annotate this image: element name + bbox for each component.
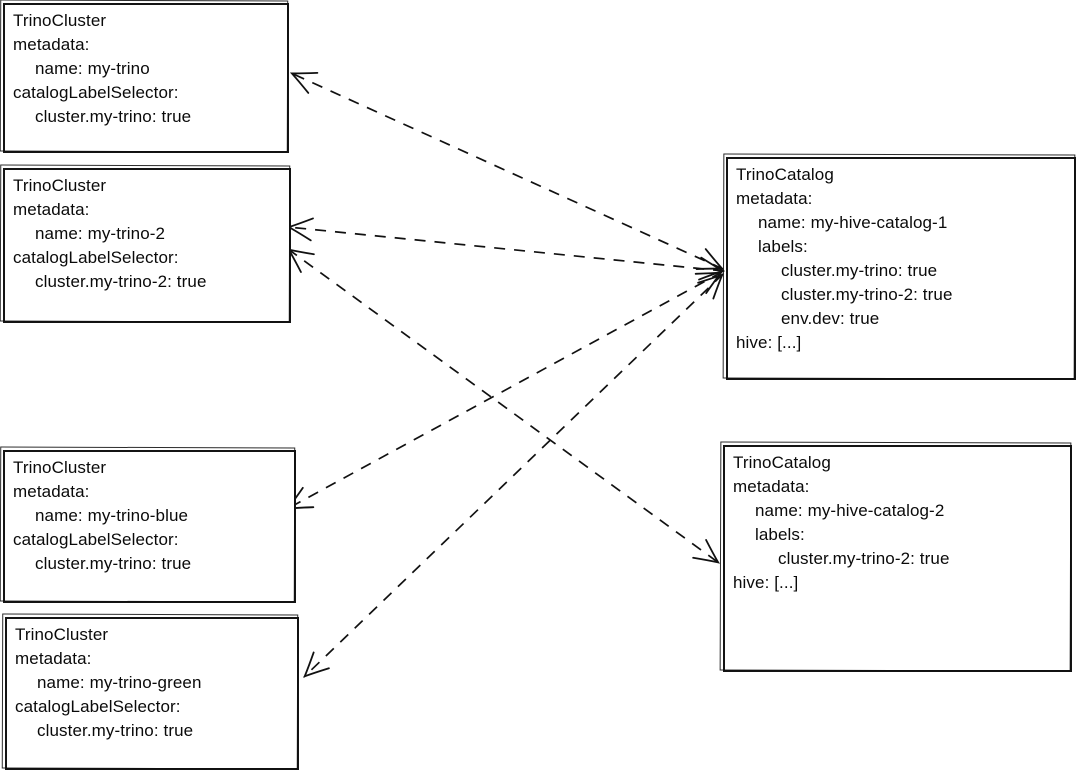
yaml-line: cluster.my-trino-2: true [781,285,953,304]
yaml-line: env.dev: true [781,309,880,328]
yaml-line: name: my-trino [35,59,150,78]
yaml-line: name: my-trino-2 [35,224,166,243]
yaml-block: TrinoCatalog metadata: name: my-hive-catal… [728,159,1074,355]
yaml-line: metadata: [13,200,90,219]
yaml-line: name: my-hive-catalog-2 [755,501,945,520]
node-trino-cluster-my-trino-green: TrinoCluster metadata: name: my-trino-gree… [5,617,299,770]
yaml-block: TrinoCluster metadata: name: my-trino-blue… [5,452,294,576]
edge-trino-cluster-my-trino-2--trino-catalog-my-hive-catalog-2 [287,248,720,564]
node-trino-cluster-my-trino-2: TrinoCluster metadata: name: my-trino-2 cat… [3,168,291,323]
yaml-line: cluster.my-trino: true [781,261,938,280]
yaml-line: cluster.my-trino-2: true [778,549,950,568]
yaml-line: TrinoCluster [13,11,107,30]
yaml-block: TrinoCatalog metadata: name: my-hive-catal… [725,447,1070,595]
node-trino-cluster-my-trino: TrinoCluster metadata: name: my-trino catal… [3,3,289,153]
yaml-line: TrinoCatalog [733,453,831,472]
yaml-line: metadata: [13,482,90,501]
edges-group [285,71,726,678]
yaml-line: metadata: [736,189,813,208]
yaml-line: metadata: [15,649,92,668]
node-trino-cluster-my-trino-blue: TrinoCluster metadata: name: my-trino-blue… [3,450,296,603]
yaml-line: cluster.my-trino: true [37,721,194,740]
yaml-block: TrinoCluster metadata: name: my-trino catal… [5,5,287,129]
yaml-block: TrinoCluster metadata: name: my-trino-2 cat… [5,170,289,294]
yaml-line: catalogLabelSelector: [15,697,181,716]
yaml-line: metadata: [13,35,90,54]
node-trino-catalog-my-hive-catalog-2: TrinoCatalog metadata: name: my-hive-catal… [723,445,1072,672]
yaml-line: labels: [755,525,805,544]
yaml-line: metadata: [733,477,810,496]
edge-trino-catalog-my-hive-catalog-1--trino-cluster-my-trino-blue [285,271,724,510]
yaml-line: TrinoCluster [13,458,107,477]
edge-trino-catalog-my-hive-catalog-1--trino-cluster-my-trino [289,71,725,271]
yaml-block: TrinoCluster metadata: name: my-trino-gree… [7,619,297,743]
yaml-line: labels: [758,237,808,256]
node-trino-catalog-my-hive-catalog-1: TrinoCatalog metadata: name: my-hive-catal… [726,157,1076,380]
yaml-line: name: my-trino-green [37,673,202,692]
yaml-line: cluster.my-trino-2: true [35,272,207,291]
yaml-line: TrinoCluster [13,176,107,195]
yaml-line: cluster.my-trino: true [35,107,192,126]
yaml-line: TrinoCatalog [736,165,834,184]
yaml-line: name: my-trino-blue [35,506,189,525]
yaml-line: catalogLabelSelector: [13,530,179,549]
yaml-line: catalogLabelSelector: [13,248,179,267]
yaml-line: TrinoCluster [15,625,109,644]
edge-trino-catalog-my-hive-catalog-1--trino-cluster-my-trino-2 [286,217,726,281]
yaml-line: hive: [...] [733,573,799,592]
yaml-line: catalogLabelSelector: [13,83,179,102]
yaml-line: name: my-hive-catalog-1 [758,213,948,232]
yaml-line: hive: [...] [736,333,802,352]
yaml-line: cluster.my-trino: true [35,554,192,573]
edge-trino-catalog-my-hive-catalog-1--trino-cluster-my-trino-green [303,273,724,678]
